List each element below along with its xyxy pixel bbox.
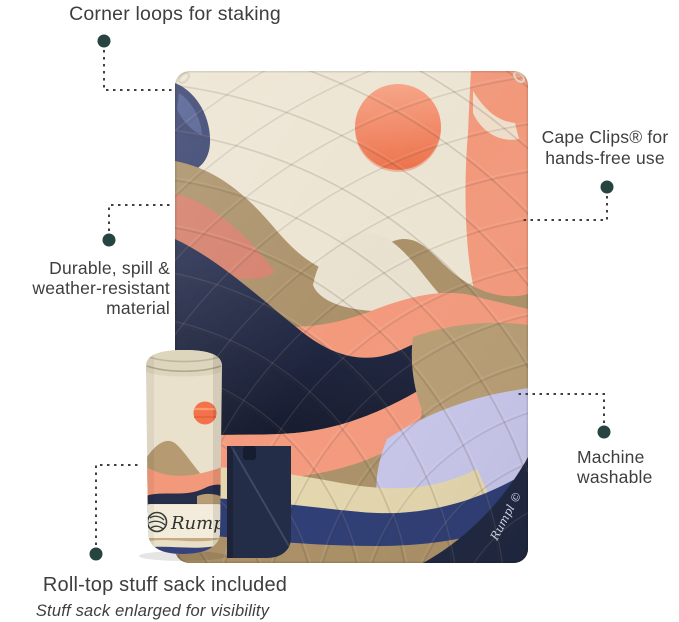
callout-dot xyxy=(102,233,116,247)
callout-machine-washable: Machine washable xyxy=(577,447,679,487)
callout-durable-line2: weather-resistant xyxy=(32,278,170,298)
callout-dot xyxy=(597,425,611,439)
folded-blanket-corner xyxy=(227,446,291,558)
callout-rolltop-note: Stuff sack enlarged for visibility xyxy=(35,602,270,620)
corner-loop-tab xyxy=(243,446,256,460)
callout-line-corner-loops xyxy=(103,50,176,91)
callout-cape-clips: Cape Clips® for hands-free use xyxy=(530,127,679,169)
callout-dot xyxy=(97,34,111,48)
stuff-sack-label: Rumpl xyxy=(146,503,231,541)
callout-dot xyxy=(600,180,614,194)
blanket-artwork: Rumpl © xyxy=(175,71,528,563)
callout-corner-loops: Corner loops for staking xyxy=(69,3,281,25)
callout-dot xyxy=(89,547,103,561)
callout-cape-clips-line2: hands-free use xyxy=(545,148,665,168)
callout-cape-clips-line1: Cape Clips® for xyxy=(541,127,669,147)
stuff-sack-image: Rumpl xyxy=(139,350,231,561)
rumpl-logo-icon xyxy=(146,511,168,533)
callout-line-cape-clips xyxy=(521,196,608,221)
callout-machine-line1: Machine xyxy=(577,447,645,467)
callout-durable-line3: material xyxy=(106,298,170,318)
callout-machine-line2: washable xyxy=(577,467,653,487)
callout-durable: Durable, spill & weather-resistant mater… xyxy=(0,258,170,318)
roll-top-closure xyxy=(146,350,222,377)
callout-durable-line1: Durable, spill & xyxy=(49,258,170,278)
corner-loop-tab xyxy=(512,71,526,84)
callout-line-machine xyxy=(515,393,605,423)
callout-rolltop: Roll-top stuff sack included xyxy=(42,574,288,596)
blanket-image: Rumpl © xyxy=(175,71,528,563)
corner-loop-tab xyxy=(177,71,191,85)
callout-line-durable xyxy=(108,204,173,231)
rumpl-logo-text: Rumpl xyxy=(170,513,231,534)
sack-sun xyxy=(193,401,217,425)
